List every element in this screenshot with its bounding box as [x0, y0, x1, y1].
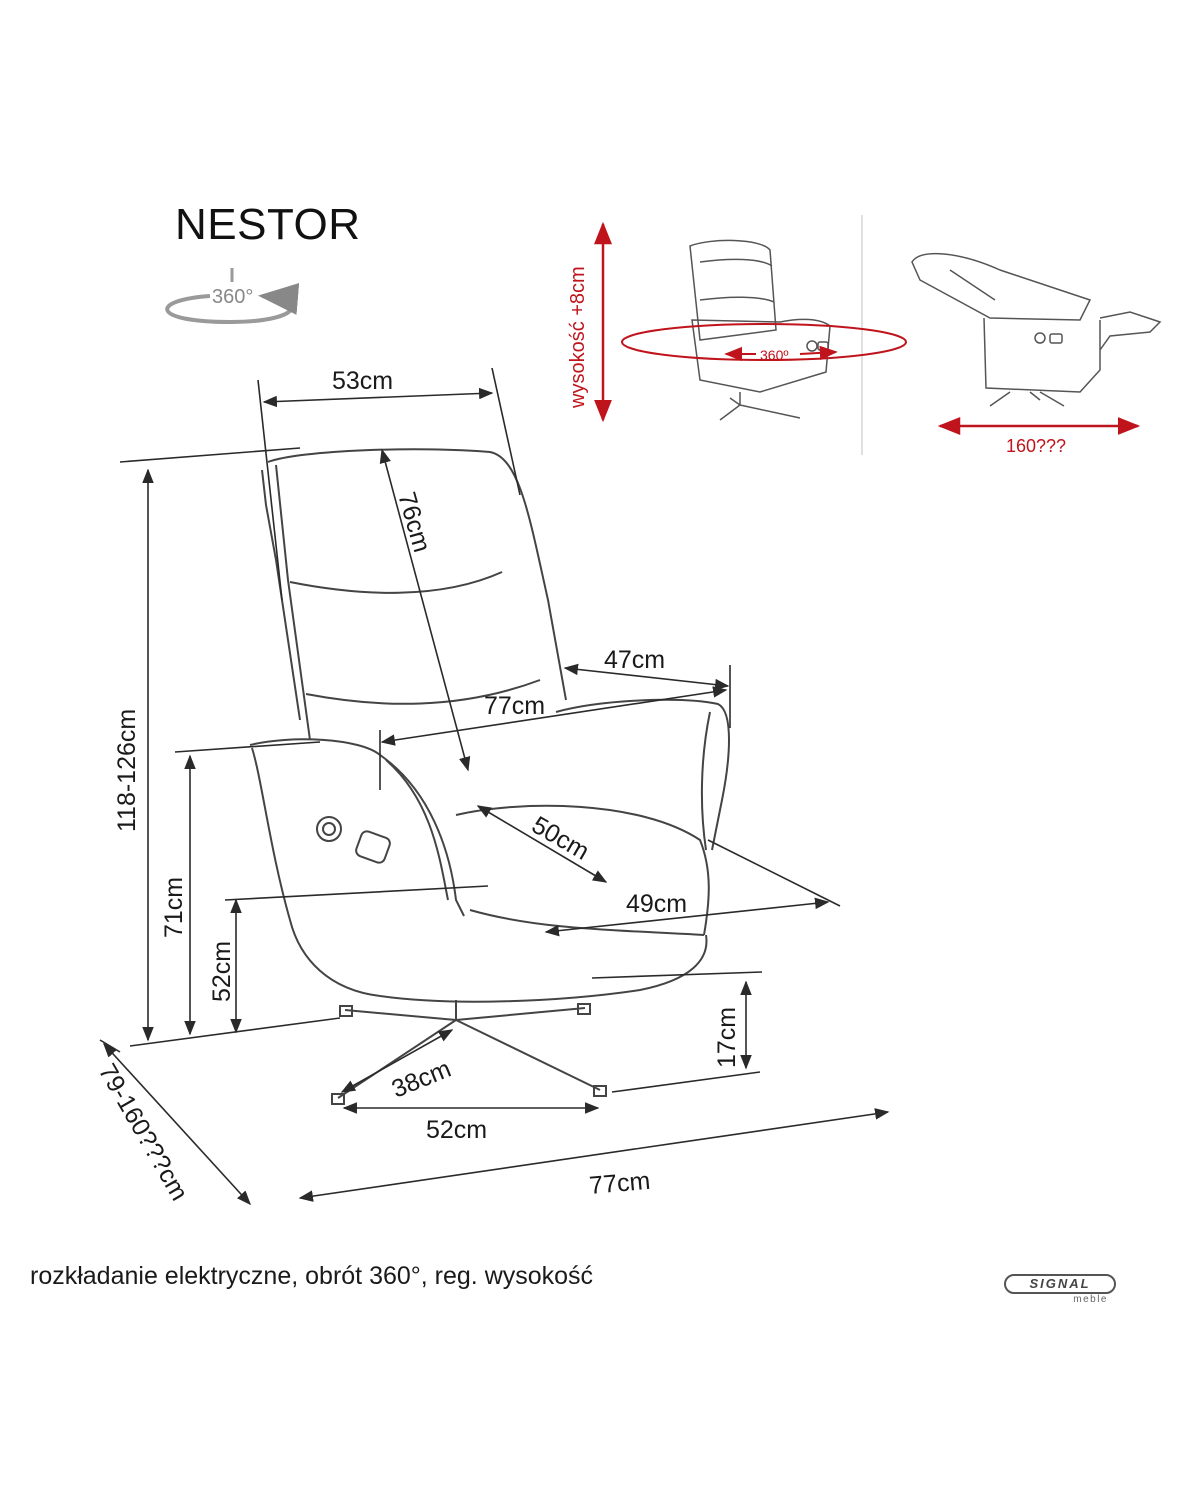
control-button-rect [355, 830, 391, 864]
dim-total-width [298, 1108, 890, 1202]
base-leg-back-left [344, 1009, 457, 1021]
label-base-width: 52cm [426, 1116, 487, 1144]
label-armrest-depth: 47cm [604, 646, 665, 674]
feature-panel: wysokość +8cm 360º [567, 215, 1162, 456]
backrest-outline [267, 448, 567, 701]
label-seat-height: 52cm [208, 941, 236, 1002]
label-height-adjust: wysokość +8cm [567, 266, 589, 409]
logo-sub-text: meble [1073, 1294, 1108, 1305]
dim-seat-depth [476, 805, 608, 883]
product-title: NESTOR [175, 200, 361, 249]
label-recline-length: 160??? [1006, 436, 1066, 456]
control-button-round [316, 816, 342, 842]
label-armrest-height: 71cm [160, 877, 188, 938]
label-seat-width: 49cm [626, 890, 687, 918]
backrest-left-edge [261, 469, 301, 721]
rotation-ellipse [621, 323, 907, 361]
label-base-height: 17cm [713, 1007, 741, 1068]
feature-caption: rozkładanie elektryczne, obrót 360°, reg… [30, 1262, 594, 1290]
rotation-icon-label: 360° [212, 286, 253, 308]
dim-base-radius [340, 1029, 454, 1093]
rotation-360-icon: 360° [165, 268, 300, 325]
dim-seat-width [544, 897, 830, 937]
label-rotation: 360º [760, 347, 788, 363]
label-total-width: 77cm [588, 1167, 651, 1200]
base-leg-front-right [455, 1019, 601, 1091]
dim-armrest-depth [563, 663, 730, 691]
backrest-seam-upper [289, 571, 503, 594]
dim-inner-width [380, 686, 728, 746]
dim-back-width [262, 387, 494, 408]
chair-body-bottom [379, 934, 708, 1003]
rotation-chair-sketch [689, 239, 831, 421]
logo-main-text: SIGNAL [1004, 1274, 1116, 1294]
base-leg-back-right [455, 1007, 586, 1021]
reclined-chair-sketch [911, 252, 1162, 407]
label-total-height: 118-126cm [113, 709, 141, 832]
dimension-lines [99, 367, 890, 1206]
chair-sketch [249, 448, 730, 1105]
label-back-height: 76cm [392, 489, 436, 555]
signal-logo: SIGNAL meble [1004, 1274, 1116, 1305]
label-back-width: 53cm [332, 367, 393, 395]
left-armrest-side [251, 747, 381, 997]
label-seat-depth: 50cm [527, 811, 594, 866]
label-inner-width: 77cm [484, 692, 545, 720]
dim-total-depth [103, 1042, 251, 1206]
label-total-depth: 79-160???cm [93, 1059, 194, 1205]
label-base-radius: 38cm [388, 1055, 455, 1104]
